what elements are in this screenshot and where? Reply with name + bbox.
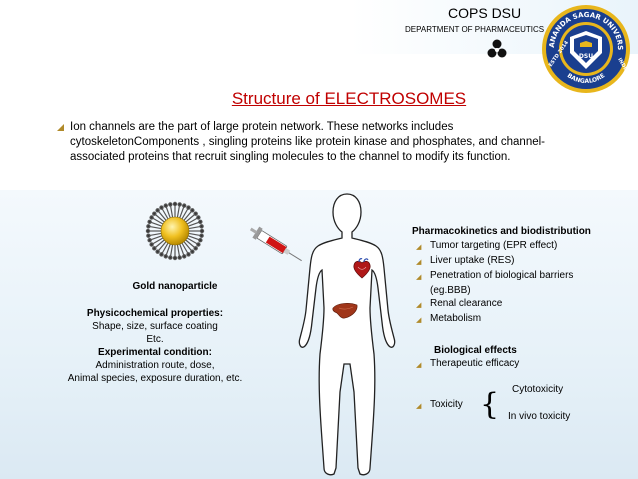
ligand-head — [147, 219, 152, 224]
physicochemical-title: Physicochemical properties: — [86, 308, 224, 319]
list-item: (eg.BBB) — [430, 285, 471, 296]
ligand-head — [199, 228, 205, 234]
ligand-head — [198, 219, 203, 224]
list-item: ◢Liver uptake (RES) — [416, 254, 626, 269]
ligand-head — [149, 242, 154, 247]
bullet-arrow-icon — [57, 124, 64, 131]
experimental-line: Administration route, dose, — [95, 360, 215, 371]
bullet-arrow-icon: ◢ — [416, 403, 422, 410]
header-band — [0, 0, 638, 54]
bio-title: Biological effects — [434, 345, 517, 356]
ligand-head — [182, 254, 187, 259]
intro-paragraph: Ion channels are the part of large prote… — [70, 120, 600, 165]
human-body-icon — [298, 193, 396, 476]
ligand-head — [149, 215, 154, 220]
ligand-head — [190, 208, 195, 213]
ligand-head — [172, 201, 178, 207]
list-item: ◢Renal clearance — [416, 297, 626, 312]
ligand-head — [177, 202, 182, 207]
syringe-icon — [250, 226, 302, 262]
page-title: Structure of ELECTROSOMES — [231, 89, 467, 108]
ligand-head — [146, 224, 151, 229]
ligand-head — [186, 252, 191, 257]
experimental-title: Experimental condition: — [98, 347, 212, 358]
ligand-head — [190, 249, 195, 254]
ligand-head — [159, 252, 164, 257]
list-item: ◢Therapeutic efficacy — [416, 357, 519, 372]
ligand-head — [177, 255, 182, 260]
content-background — [0, 190, 638, 479]
ligand-head — [168, 255, 173, 260]
brace-symbol: { — [480, 387, 500, 422]
ligand-head — [196, 215, 201, 220]
ligand-head — [152, 211, 157, 216]
list-item: ◢Metabolism — [416, 312, 626, 327]
ligand-head — [186, 205, 191, 210]
intro-line: Ion channels are the part of large prote… — [70, 121, 454, 133]
bullet-arrow-icon: ◢ — [416, 244, 422, 251]
ligand-head — [196, 242, 201, 247]
ligand-head — [163, 254, 168, 259]
list-item: ◢Tumor targeting (EPR effect) — [416, 239, 626, 254]
ligand-head — [152, 246, 157, 251]
university-logo-icon: DAYANANDA SAGAR UNIVERSITY BANGALORE EST… — [540, 3, 630, 93]
heart-icon — [353, 258, 371, 279]
pk-list: ◢Tumor targeting (EPR effect) ◢Liver upt… — [416, 239, 626, 327]
intro-line: cytoskeletonComponents , singling protei… — [70, 136, 545, 148]
pk-title: Pharmacokinetics and biodistribution — [412, 226, 591, 237]
ligand-head — [193, 211, 198, 216]
ligand-head — [198, 238, 203, 243]
experimental-line: Animal species, exposure duration, etc. — [67, 373, 243, 384]
gold-nanoparticle-label: Gold nanoparticle — [132, 281, 218, 292]
bio-list: ◢Therapeutic efficacy — [416, 357, 519, 372]
ligand-head — [182, 203, 187, 208]
ligand-head — [155, 249, 160, 254]
ligand-head — [159, 205, 164, 210]
nanoparticle-icon — [145, 201, 205, 261]
bullet-arrow-icon: ◢ — [416, 317, 422, 324]
bullet-arrow-icon: ◢ — [416, 302, 422, 309]
liver-icon — [332, 303, 358, 319]
ligand-head — [193, 246, 198, 251]
ligand-head — [147, 238, 152, 243]
toxicity-label: Toxicity — [430, 399, 463, 410]
toxicity-row: ◢ Toxicity — [416, 398, 463, 413]
physicochemical-text: Shape, size, surface coating — [92, 321, 218, 332]
cytotoxicity-label: Cytotoxicity — [512, 384, 564, 395]
bullet-arrow-icon: ◢ — [416, 362, 422, 369]
logo-dsu: DSU — [579, 53, 593, 60]
in-vivo-toxicity-label: In vivo toxicity — [508, 411, 571, 422]
ligand-head — [146, 233, 151, 238]
bullet-arrow-icon: ◢ — [416, 274, 422, 281]
bullet-arrow-icon: ◢ — [416, 259, 422, 266]
ligand-head — [155, 208, 160, 213]
ligand-head — [172, 255, 178, 261]
ligand-head — [199, 233, 204, 238]
ligand-head — [163, 203, 168, 208]
trefoil-icon — [487, 39, 507, 58]
intro-line: associated proteins that recruit singlin… — [70, 151, 511, 163]
list-item: ◢Penetration of biological barriers — [416, 269, 626, 284]
department-name: DEPARTMENT OF PHARMACEUTICS — [405, 25, 545, 34]
etc-text: Etc. — [146, 334, 164, 345]
org-name: COPS DSU — [448, 5, 522, 21]
ligand-head — [199, 224, 204, 229]
ligand-head — [145, 228, 151, 234]
ligand-head — [168, 202, 173, 207]
